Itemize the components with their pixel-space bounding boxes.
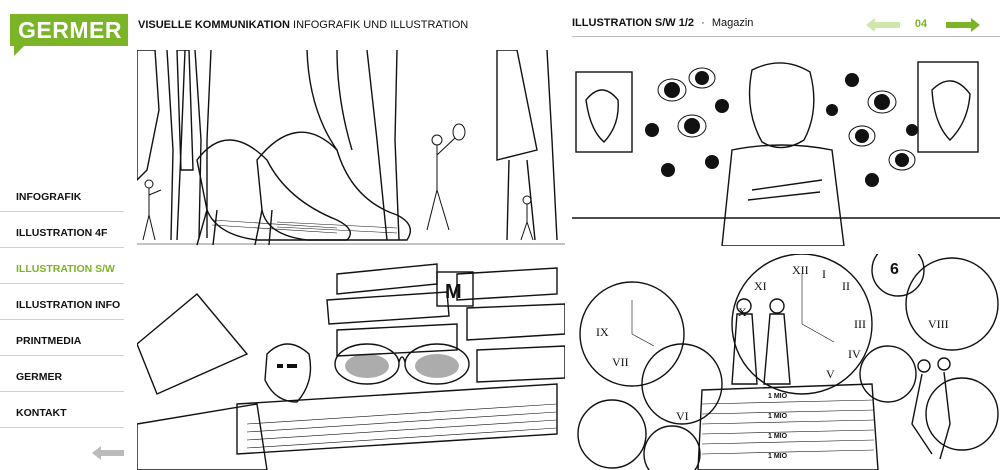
money-label: 1 MIO [768,453,788,460]
section-title: ILLUSTRATION S/W 1/2 · Magazin [572,17,753,29]
clock-numeral-vii: VII [612,355,629,369]
illustration-books-sunglasses[interactable]: M [137,254,565,470]
illustration-legs-shoes[interactable] [137,50,565,246]
clock-numeral-iv: IV [848,347,861,361]
money-label: 1 MIO [768,393,788,400]
legs-shoes-drawing [137,50,565,246]
nav-item-illustration-sw[interactable]: ILLUSTRATION S/W [0,248,124,284]
nav-item-illustration-4f[interactable]: ILLUSTRATION 4F [0,212,124,248]
clock-numeral-ii: II [842,279,850,293]
arrow-right-icon [946,18,980,32]
header-divider [572,36,1000,37]
section-subtitle: Magazin [711,17,754,29]
nav-item-illustration-info[interactable]: ILLUSTRATION INFO [0,284,124,320]
tagline-rest: INFOGRAFIK UND ILLUSTRATION [293,19,469,31]
clock-numeral-xii: XII [792,263,809,277]
clock-numeral-v: V [826,367,835,381]
section-title-strong: ILLUSTRATION S/W 1/2 [572,17,695,29]
books-sunglasses-drawing: M [137,263,565,470]
back-button[interactable] [92,446,124,460]
germer-logo[interactable]: GERMER [10,14,128,56]
nav-item-infografik[interactable]: INFOGRAFIK [0,176,124,212]
clock-numeral-i: I [822,267,826,281]
clock-numeral-x: X [738,305,747,319]
book-label: M [445,281,462,303]
clock-numeral-vi: VI [676,409,689,423]
money-label: 1 MIO [768,433,788,440]
section-separator: · [701,17,705,29]
page-number: 04 [914,18,928,30]
arrow-left-icon [92,446,124,460]
clock-numeral-xi: XI [754,279,767,293]
illustration-clocks-money[interactable]: XII XI X IX VIII VII VI V IV III II I 6 … [572,254,1000,470]
logo-text: GERMER [10,14,128,46]
next-page-button[interactable] [946,18,980,32]
clock-numeral-ix: IX [596,325,609,339]
arrow-left-icon [866,18,900,32]
prev-page-button[interactable] [866,18,900,32]
clocks-money-drawing: XII XI X IX VIII VII VI V IV III II I 6 … [577,254,999,470]
logo-speech-tail [14,46,24,56]
money-label: 1 MIO [768,413,788,420]
wall-number: 6 [890,261,899,278]
nav-item-printmedia[interactable]: PRINTMEDIA [0,320,124,356]
main-nav: INFOGRAFIK ILLUSTRATION 4F ILLUSTRATION … [0,176,124,428]
clock-numeral-iii: III [854,317,866,331]
nav-item-germer[interactable]: GERMER [0,356,124,392]
site-tagline: VISUELLE KOMMUNIKATION INFOGRAFIK UND IL… [138,19,468,31]
clock-numeral-viii: VIII [928,317,949,331]
illustration-peacock-portrait[interactable] [572,50,1000,246]
tagline-strong: VISUELLE KOMMUNIKATION [138,19,290,31]
peacock-portrait-drawing [572,61,1000,246]
nav-item-kontakt[interactable]: KONTAKT [0,392,124,428]
